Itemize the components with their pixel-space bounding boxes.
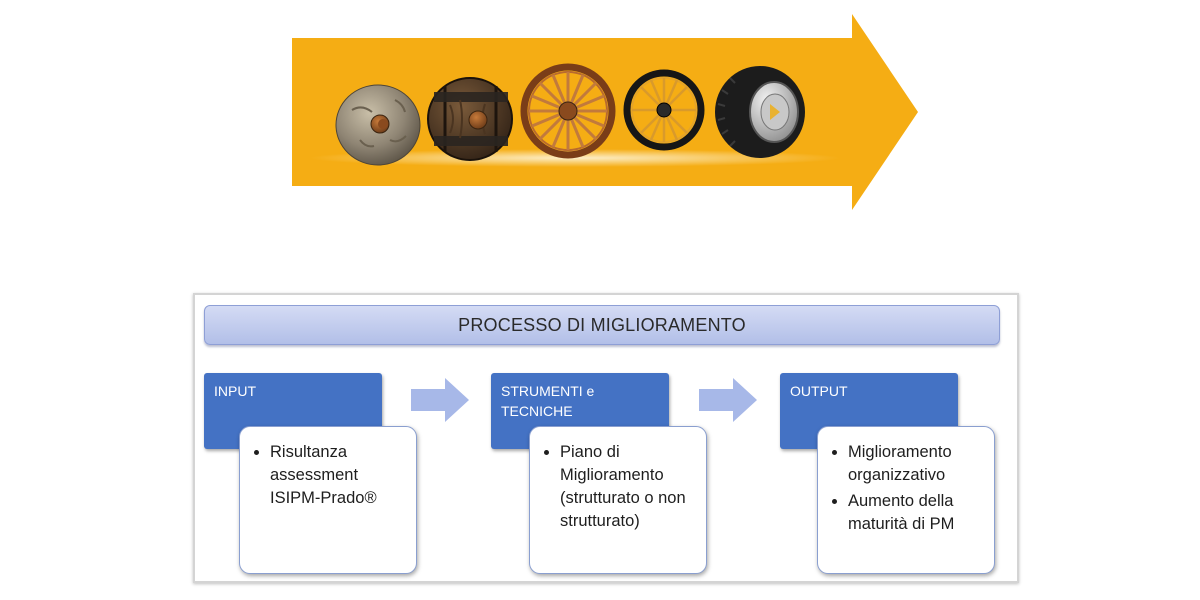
input-bullet-item: Risultanza assessment ISIPM-Prado®: [270, 441, 404, 510]
wheel-evolution-banner: [0, 0, 1200, 230]
output-bullet-list: Miglioramento organizzativo Aumento dell…: [832, 441, 982, 536]
stone-wheel-icon: [335, 84, 421, 166]
wooden-wheel-icon: [427, 77, 513, 161]
improvement-process-panel: PROCESSO DI MIGLIORAMENTO INPUT Risultan…: [193, 293, 1019, 583]
tools-bullet-item: Piano di Miglioramento (strutturato o no…: [560, 441, 694, 533]
tools-bullet-list: Piano di Miglioramento (strutturato o no…: [544, 441, 694, 533]
input-bullet-list: Risultanza assessment ISIPM-Prado®: [254, 441, 404, 510]
right-arrow-icon: [411, 378, 469, 422]
process-title: PROCESSO DI MIGLIORAMENTO: [204, 305, 1000, 345]
right-arrow-icon: [699, 378, 757, 422]
output-bullet-item: Miglioramento organizzativo: [848, 441, 982, 487]
input-stage-box: Risultanza assessment ISIPM-Prado®: [239, 426, 417, 574]
car-tire-icon: [715, 66, 805, 158]
cart-wheel-icon: [623, 69, 705, 151]
spoked-wagon-wheel-icon: [520, 63, 616, 159]
output-bullet-item: Aumento della maturità di PM: [848, 490, 982, 536]
output-stage-box: Miglioramento organizzativo Aumento dell…: [817, 426, 995, 574]
tools-stage-box: Piano di Miglioramento (strutturato o no…: [529, 426, 707, 574]
